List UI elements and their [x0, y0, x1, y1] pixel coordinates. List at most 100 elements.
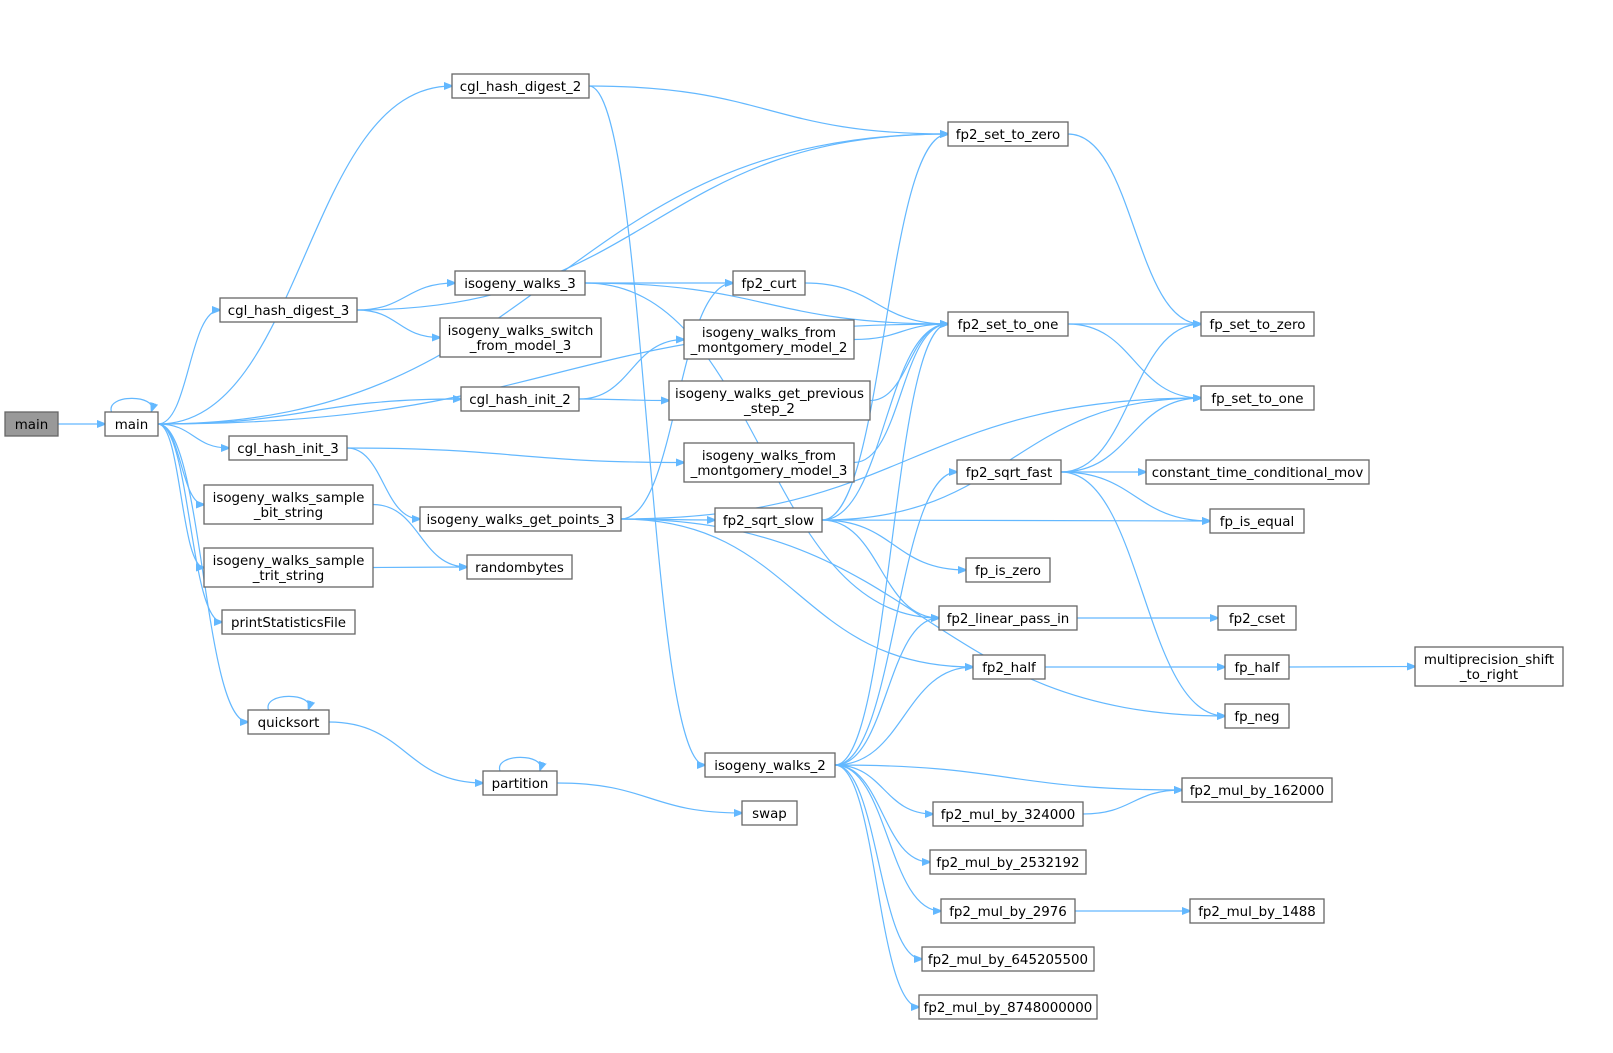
node-box-fp_neg [1224, 703, 1290, 729]
node-box-fp2_mul_by_162000 [1181, 777, 1333, 803]
node-cgl_hash_digest_2[interactable]: cgl_hash_digest_2 [451, 73, 590, 99]
edge-fp2_curt-to-fp2_set_to_one [804, 282, 948, 324]
edge-quicksort-to-quicksort [267, 695, 309, 710]
node-main_root[interactable]: main [4, 411, 59, 437]
node-label-fp2_sqrt_slow-0: fp2_sqrt_slow [723, 514, 814, 529]
node-fp2_sqrt_slow[interactable]: fp2_sqrt_slow [714, 507, 823, 533]
node-box-main_root [4, 411, 59, 437]
node-label-iw_get_prev_2-0: isogeny_walks_get_previous [675, 387, 864, 402]
node-fp2_sqrt_fast[interactable]: fp2_sqrt_fast [956, 459, 1062, 485]
node-fp2_mul_by_1488[interactable]: fp2_mul_by_1488 [1189, 898, 1325, 924]
node-fp2_set_to_zero[interactable]: fp2_set_to_zero [947, 121, 1069, 147]
node-fp_neg[interactable]: fp_neg [1224, 703, 1290, 729]
node-isogeny_walks_2[interactable]: isogeny_walks_2 [704, 752, 836, 778]
edge-isogeny_walks_2-to-fp2_mul_by_162000 [834, 764, 1182, 790]
node-box-fp2_half [972, 654, 1046, 680]
node-swap[interactable]: swap [741, 800, 798, 826]
edge-iw_from_mont_2-to-fp2_set_to_one [853, 324, 948, 341]
node-mp_shift_right[interactable]: multiprecision_shift_to_right [1414, 646, 1564, 687]
edge-fp2_sqrt_fast-to-fp_set_to_one [1060, 398, 1201, 473]
node-randombytes[interactable]: randombytes [466, 554, 573, 580]
node-fp_set_to_one[interactable]: fp_set_to_one [1200, 385, 1315, 411]
node-label-swap-0: swap [752, 807, 787, 822]
edge-isogeny_walks_2-to-fp2_mul_by_8748000000 [834, 764, 919, 1007]
node-label-printStatisticsFile-0: printStatisticsFile [231, 616, 346, 631]
edge-isogeny_walks_2-to-fp2_mul_by_2976 [834, 764, 941, 911]
edge-isogeny_walks_2-to-fp2_mul_by_324000 [834, 764, 933, 814]
node-fp2_mul_by_2976[interactable]: fp2_mul_by_2976 [940, 898, 1076, 924]
node-fp2_mul_by_2532192[interactable]: fp2_mul_by_2532192 [929, 849, 1087, 875]
node-fp2_cset[interactable]: fp2_cset [1217, 605, 1297, 631]
node-label-fp2_mul_by_162000-0: fp2_mul_by_162000 [1190, 784, 1325, 799]
node-box-iw_sample_trit [203, 547, 374, 588]
node-fp2_curt[interactable]: fp2_curt [732, 270, 806, 296]
edge-fp_half-to-mp_shift_right [1288, 667, 1415, 668]
node-fp_is_zero[interactable]: fp_is_zero [965, 557, 1051, 583]
edge-main-to-cgl_hash_init_2 [157, 399, 461, 425]
node-box-iw_sample_bit [203, 484, 374, 525]
node-box-fp_is_equal [1209, 508, 1305, 534]
node-label-cgl_hash_digest_2-0: cgl_hash_digest_2 [460, 80, 582, 95]
edge-fp2_sqrt_slow-to-fp_set_to_one [821, 398, 1201, 521]
node-cgl_hash_init_2[interactable]: cgl_hash_init_2 [460, 386, 580, 412]
node-label-fp_half-0: fp_half [1234, 661, 1279, 676]
node-label-fp2_mul_by_645205500-0: fp2_mul_by_645205500 [928, 953, 1088, 968]
node-quicksort[interactable]: quicksort [247, 709, 330, 735]
node-iw_get_points_3[interactable]: isogeny_walks_get_points_3 [419, 506, 622, 532]
edge-main-to-printStatisticsFile [157, 423, 222, 622]
node-iw_sample_bit[interactable]: isogeny_walks_sample_bit_string [203, 484, 374, 525]
edge-isogeny_walks_2-to-fp2_set_to_one [834, 324, 948, 766]
node-fp2_mul_by_8748000000[interactable]: fp2_mul_by_8748000000 [918, 994, 1098, 1020]
edge-iw_from_mont_3-to-fp2_set_to_one [853, 324, 948, 464]
node-label-fp2_half-0: fp2_half [982, 661, 1036, 676]
node-iw_from_mont_2[interactable]: isogeny_walks_from_montgomery_model_2 [683, 319, 855, 360]
edge-cgl_hash_digest_2-to-isogeny_walks_2 [588, 85, 705, 765]
node-box-iw_from_mont_3 [683, 442, 855, 483]
node-label-iw_from_mont_2-0: isogeny_walks_from [702, 326, 836, 341]
node-fp_half[interactable]: fp_half [1224, 654, 1290, 680]
node-printStatisticsFile[interactable]: printStatisticsFile [221, 609, 356, 635]
node-label-fp2_mul_by_324000-0: fp2_mul_by_324000 [941, 808, 1076, 823]
node-fp_is_equal[interactable]: fp_is_equal [1209, 508, 1305, 534]
node-label-fp2_curt-0: fp2_curt [741, 277, 796, 292]
node-isogeny_walks_3[interactable]: isogeny_walks_3 [454, 270, 586, 296]
node-label-partition-0: partition [492, 777, 549, 792]
edge-cgl_hash_digest_3-to-fp2_set_to_zero [356, 134, 948, 311]
edge-iw_get_prev_2-to-fp2_set_to_one [869, 324, 948, 402]
node-iw_get_prev_2[interactable]: isogeny_walks_get_previous_step_2 [668, 380, 871, 421]
node-fp2_mul_by_645205500[interactable]: fp2_mul_by_645205500 [921, 946, 1095, 972]
node-fp2_half[interactable]: fp2_half [972, 654, 1046, 680]
node-label-mp_shift_right-1: _to_right [1459, 668, 1518, 683]
node-label-fp2_cset-0: fp2_cset [1229, 612, 1285, 627]
node-cgl_hash_digest_3[interactable]: cgl_hash_digest_3 [219, 297, 358, 323]
node-fp2_mul_by_324000[interactable]: fp2_mul_by_324000 [932, 801, 1084, 827]
edge-cgl_hash_digest_3-to-iw_switch [356, 309, 440, 338]
node-ct_cond_mov[interactable]: constant_time_conditional_mov [1145, 459, 1370, 485]
node-iw_from_mont_3[interactable]: isogeny_walks_from_montgomery_model_3 [683, 442, 855, 483]
edge-fp2_sqrt_slow-to-fp_is_equal [821, 520, 1210, 521]
node-fp2_linear_pass_in[interactable]: fp2_linear_pass_in [938, 605, 1078, 631]
node-cgl_hash_init_3[interactable]: cgl_hash_init_3 [228, 435, 348, 461]
node-iw_switch[interactable]: isogeny_walks_switch_from_model_3 [439, 317, 602, 358]
node-label-fp2_set_to_one-0: fp2_set_to_one [958, 318, 1059, 333]
node-fp_set_to_zero[interactable]: fp_set_to_zero [1200, 311, 1315, 337]
node-box-cgl_hash_init_3 [228, 435, 348, 461]
edge-fp2_mul_by_324000-to-fp2_mul_by_162000 [1082, 790, 1182, 815]
node-box-quicksort [247, 709, 330, 735]
edge-iw_sample_trit-to-randombytes [372, 567, 467, 568]
node-label-iw_sample_trit-1: _trit_string [252, 569, 325, 584]
node-label-mp_shift_right-0: multiprecision_shift [1424, 653, 1554, 668]
node-box-iw_get_prev_2 [668, 380, 871, 421]
edge-partition-to-swap [556, 782, 742, 813]
node-box-fp2_mul_by_2532192 [929, 849, 1087, 875]
edge-layer [58, 86, 1415, 1007]
edge-cgl_hash_init_2-to-iw_get_prev_2 [578, 399, 669, 401]
node-partition[interactable]: partition [482, 770, 558, 796]
node-label-fp2_linear_pass_in-0: fp2_linear_pass_in [947, 612, 1070, 627]
node-box-fp_half [1224, 654, 1290, 680]
node-fp2_set_to_one[interactable]: fp2_set_to_one [947, 311, 1069, 337]
node-iw_sample_trit[interactable]: isogeny_walks_sample_trit_string [203, 547, 374, 588]
node-fp2_mul_by_162000[interactable]: fp2_mul_by_162000 [1181, 777, 1333, 803]
node-main[interactable]: main [104, 411, 159, 437]
